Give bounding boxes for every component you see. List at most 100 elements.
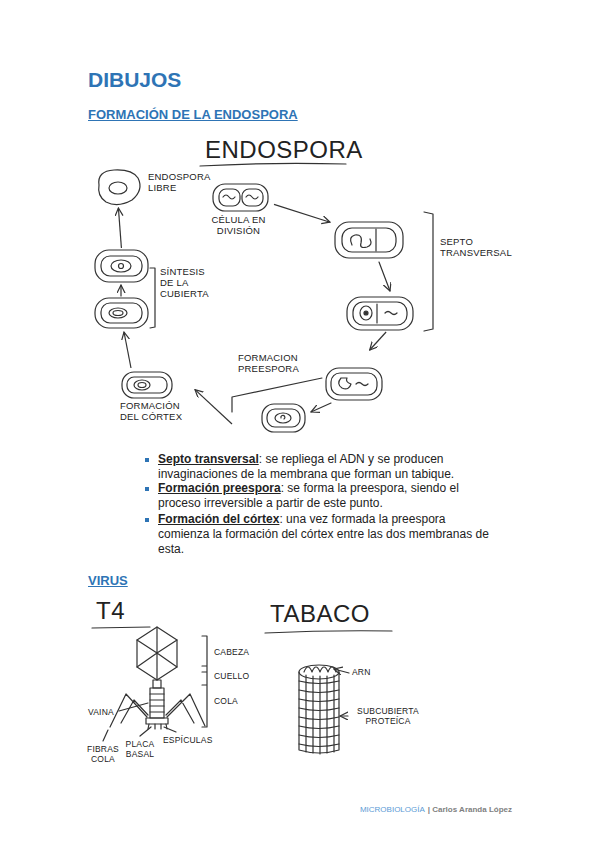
cortex bbox=[134, 380, 150, 390]
bullet-marker bbox=[145, 458, 149, 462]
cycle-arrow bbox=[118, 208, 121, 248]
stage-node: SEPTO TRANSVERSAL bbox=[330, 210, 517, 332]
cell-outline bbox=[326, 368, 382, 400]
page-footer: MICROBIOLOGÍA| Carlos Aranda López bbox=[360, 805, 512, 814]
stage-label: FORMACION PREESPORA bbox=[238, 353, 304, 375]
septum-line bbox=[375, 229, 376, 251]
cycle-arrow bbox=[124, 332, 131, 368]
stage-node: FORMACIÓN DEL CÓRTEX bbox=[115, 368, 195, 440]
cell-division bbox=[213, 184, 268, 211]
cell-outline bbox=[335, 222, 403, 258]
cell-membrane bbox=[267, 409, 300, 427]
stage-node: ENDOSPORA LIBRE bbox=[92, 166, 212, 208]
cell-outline bbox=[213, 184, 268, 211]
stage-label: SÍNTESIS DE LA CUBIERTA bbox=[160, 267, 218, 300]
stage-label: SEPTO TRANSVERSAL bbox=[440, 237, 515, 259]
septum-cells bbox=[335, 212, 433, 331]
part-label: COLA bbox=[214, 696, 238, 706]
title-underline bbox=[265, 631, 392, 633]
stage-label: FORMACIÓN DEL CÓRTEX bbox=[120, 401, 192, 423]
part-label: FIBRAS COLA bbox=[84, 744, 122, 764]
footer-author: | Carlos Aranda López bbox=[428, 805, 512, 814]
cell-membrane bbox=[101, 256, 142, 276]
capsid-facets bbox=[137, 627, 177, 680]
part-bracket bbox=[202, 636, 207, 727]
inner-arrow bbox=[120, 285, 121, 296]
part-label: ARN bbox=[352, 667, 371, 677]
cell-half bbox=[242, 189, 263, 206]
cortex-cell bbox=[122, 372, 172, 398]
bracket bbox=[232, 378, 322, 412]
rna-coil bbox=[304, 667, 336, 672]
core bbox=[119, 264, 124, 269]
dna-squiggle bbox=[385, 312, 397, 315]
base-plate bbox=[146, 718, 168, 724]
part-label: SUBCUBIERTA PROTEÍCA bbox=[348, 706, 428, 726]
drawing-title: ENDOSPORA bbox=[205, 136, 363, 164]
footer-subject: MICROBIOLOGÍA bbox=[360, 805, 425, 814]
section-heading: VIRUS bbox=[88, 573, 128, 588]
sheath bbox=[150, 688, 164, 718]
forespore bbox=[360, 306, 372, 320]
stage-label: CÉLULA EN DIVISIÓN bbox=[205, 215, 272, 237]
leader-line bbox=[140, 727, 151, 736]
spore bbox=[109, 308, 127, 318]
dna-squiggle bbox=[351, 235, 371, 248]
stage-label: ENDOSPORA LIBRE bbox=[148, 172, 210, 194]
free-endospore bbox=[99, 170, 140, 205]
cell-membrane bbox=[101, 303, 142, 323]
cell-membrane bbox=[342, 228, 396, 252]
spore bbox=[111, 260, 131, 272]
part-label: CUELLO bbox=[214, 671, 249, 681]
stage-node: CÉLULA EN DIVISIÓN bbox=[205, 182, 274, 246]
bullet-marker bbox=[145, 487, 149, 491]
title-underline bbox=[92, 627, 150, 628]
bracket bbox=[150, 268, 155, 328]
coat-cells bbox=[95, 250, 155, 328]
bullet-term: Formación preespora bbox=[158, 481, 281, 495]
core bbox=[113, 311, 123, 316]
cycle-arrow bbox=[195, 390, 232, 424]
drawing-title: TABACO bbox=[270, 600, 370, 628]
cycle-arrow bbox=[274, 204, 330, 222]
bullet-term: Septo transversal bbox=[158, 452, 259, 466]
section-heading: FORMACIÓN DE LA ENDOSPORA bbox=[88, 107, 298, 122]
tail-fibers bbox=[110, 694, 205, 727]
stage-node: SÍNTESIS DE LA CUBIERTA bbox=[92, 248, 220, 332]
cell-outline bbox=[122, 372, 172, 398]
core bbox=[138, 383, 146, 388]
leader-line bbox=[164, 727, 176, 732]
preespora-cells bbox=[232, 368, 382, 432]
engulfment bbox=[339, 378, 351, 389]
leader-arrow bbox=[340, 715, 348, 716]
bullet-item: Formación del córtex: una vez formada la… bbox=[158, 512, 493, 557]
t4-phage bbox=[92, 627, 207, 741]
bullet-marker bbox=[145, 518, 149, 522]
spore-core bbox=[109, 182, 127, 194]
inner-arrow bbox=[379, 262, 390, 291]
cell-outline bbox=[95, 250, 148, 282]
capsomer-cols bbox=[306, 675, 334, 754]
bullet-item: Septo transversal: se repliega el ADN y … bbox=[158, 452, 493, 482]
cell-membrane bbox=[353, 302, 407, 325]
part-label: PLACA BASAL bbox=[122, 739, 158, 759]
tobacco-virus bbox=[265, 631, 392, 754]
spore-outline bbox=[99, 170, 140, 205]
leader-arrow bbox=[334, 669, 349, 673]
preespora bbox=[275, 413, 291, 423]
capsid-top bbox=[299, 665, 339, 679]
capsomer-rows bbox=[299, 681, 339, 747]
cell-outline bbox=[262, 404, 305, 432]
sheath-rings bbox=[150, 694, 164, 712]
part-label: VAINA bbox=[88, 707, 114, 717]
dna-dot bbox=[364, 311, 368, 315]
leader-line bbox=[119, 703, 148, 711]
stage-node: FORMACION PREESPORA bbox=[232, 350, 385, 436]
septum-line bbox=[376, 304, 377, 323]
title-underline bbox=[200, 163, 346, 166]
cell-outline bbox=[347, 297, 413, 330]
drawing-title: T4 bbox=[96, 597, 125, 625]
